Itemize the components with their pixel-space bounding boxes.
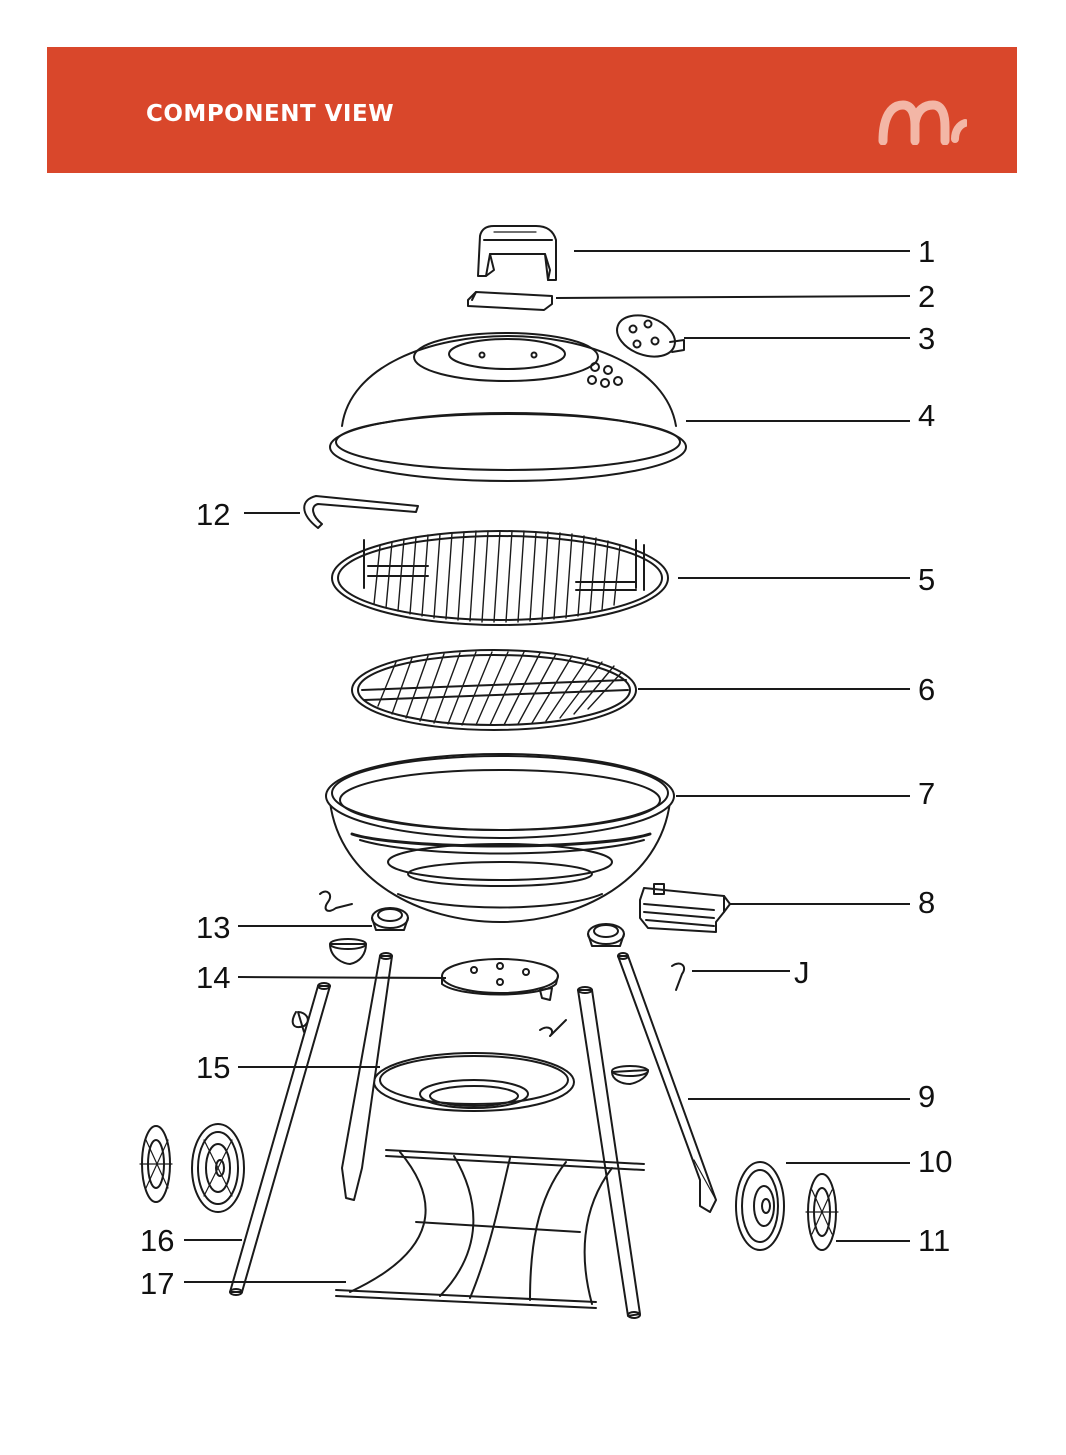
callout-4: 4 [918, 398, 935, 433]
part-handle [478, 226, 556, 280]
part-lid [330, 333, 686, 481]
callout-10: 10 [918, 1144, 952, 1179]
part-ash-catcher [374, 1053, 574, 1111]
part-top-vent [611, 308, 684, 364]
callout-16: 16 [140, 1223, 174, 1258]
callout-8: 8 [918, 885, 935, 920]
callout-14: 14 [196, 960, 230, 995]
part-cooking-grate [332, 531, 668, 625]
callout-5: 5 [918, 562, 935, 597]
part-charcoal-grate [352, 650, 636, 730]
part-lid-hook [304, 496, 418, 528]
callout-2: 2 [918, 279, 935, 314]
callout-7: 7 [918, 776, 935, 811]
callout-3: 3 [918, 321, 935, 356]
callout-6: 6 [918, 672, 935, 707]
callout-17: 17 [140, 1266, 174, 1301]
part-ash-sweep [442, 959, 558, 1000]
callout-11: 11 [918, 1223, 950, 1258]
part-legs [230, 953, 716, 1318]
part-shelf [336, 1150, 644, 1308]
part-wheels [140, 1124, 838, 1250]
callout-15: 15 [196, 1050, 230, 1085]
callout-13: 13 [196, 910, 230, 945]
part-heat-shield [468, 292, 552, 310]
part-bowl [326, 754, 674, 922]
callout-1: 1 [918, 234, 935, 269]
callout-12: 12 [196, 497, 230, 532]
callout-j: J [794, 955, 810, 990]
callout-9: 9 [918, 1079, 935, 1114]
part-side-handle [640, 884, 730, 932]
